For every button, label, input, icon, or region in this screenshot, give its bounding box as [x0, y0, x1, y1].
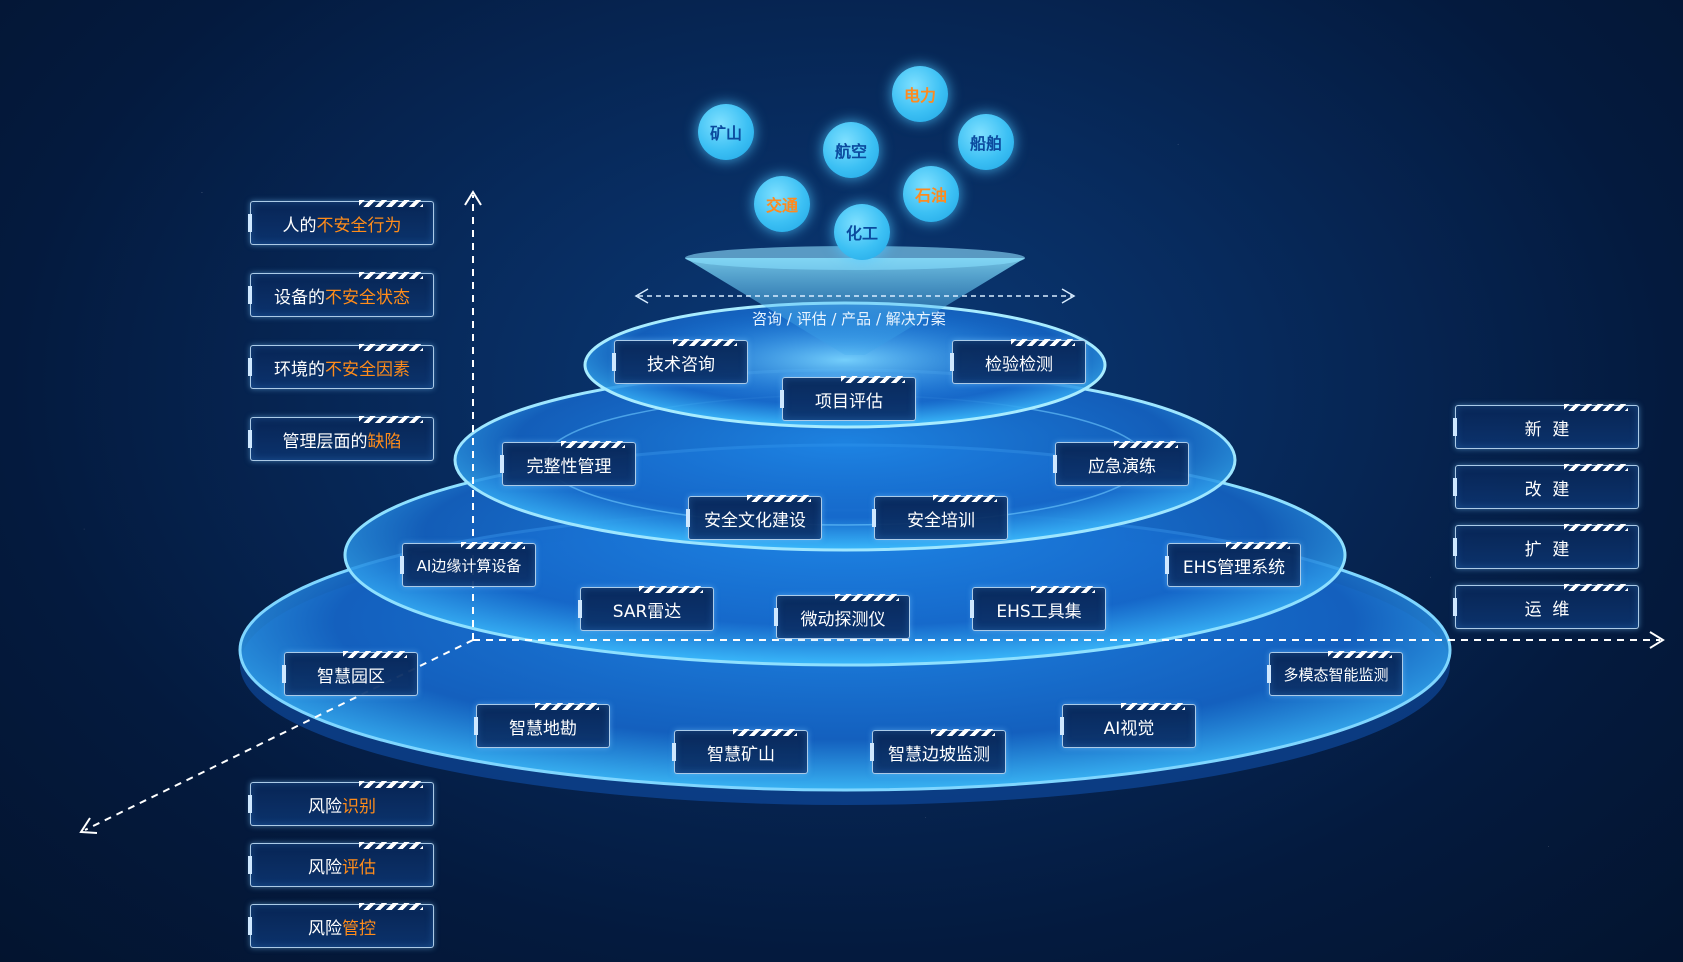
risk-tag: 管理层面的缺陷: [248, 416, 434, 461]
funnel-body: [685, 258, 1025, 355]
lifecycle-tag: 扩 建: [1453, 524, 1639, 569]
tier1-service-tag: 检验检测: [950, 339, 1086, 384]
industry-bubble: 交通: [754, 176, 810, 232]
tier2-service-tag: 安全文化建设: [686, 495, 822, 540]
tier1-service-tag: 技术咨询: [612, 339, 748, 384]
lifecycle-tag: 改 建: [1453, 464, 1639, 509]
risk-tag: 设备的不安全状态: [248, 272, 434, 317]
axis-vertical-arrow: [464, 190, 482, 206]
tier3-product-tag: EHS工具集: [970, 586, 1106, 631]
tier3-product-tag: AI边缘计算设备: [400, 542, 536, 587]
industry-bubble: 化工: [834, 204, 890, 260]
lifecycle-tag: 新 建: [1453, 404, 1639, 449]
industry-bubble: 航空: [823, 122, 879, 178]
risk-process-tag: 风险识别: [248, 781, 434, 826]
tier2-service-tag: 安全培训: [872, 495, 1008, 540]
tier4-solution-tag: 智慧园区: [282, 651, 418, 696]
tier4-solution-tag: 智慧矿山: [672, 729, 808, 774]
tier1-glow: [615, 310, 1075, 410]
tier3-product-tag: 微动探测仪: [774, 594, 910, 639]
axis-horizontal-arrow: [1649, 631, 1665, 649]
axis-diagonal-arrow: [79, 817, 98, 834]
tier3-product-tag: SAR雷达: [578, 586, 714, 631]
tier2-service-tag: 应急演练: [1053, 441, 1189, 486]
industry-bubble: 矿山: [698, 104, 754, 160]
tier4-solution-tag: 多模态智能监测: [1267, 651, 1403, 696]
tier3-product-tag: EHS管理系统: [1165, 542, 1301, 587]
tier2-service-tag: 完整性管理: [500, 441, 636, 486]
industry-bubble: 石油: [903, 166, 959, 222]
industry-bubble: 船舶: [958, 114, 1014, 170]
risk-tag: 人的不安全行为: [248, 200, 434, 245]
lifecycle-tag: 运 维: [1453, 584, 1639, 629]
industry-bubble: 电力: [892, 66, 948, 122]
tier4-solution-tag: 智慧地勘: [474, 703, 610, 748]
tier4-solution-tag: 智慧边坡监测: [870, 729, 1006, 774]
risk-process-tag: 风险管控: [248, 903, 434, 948]
tier1-service-tag: 项目评估: [780, 376, 916, 421]
funnel-caption: 咨询 / 评估 / 产品 / 解决方案: [752, 310, 946, 328]
risk-tag: 环境的不安全因素: [248, 344, 434, 389]
risk-process-tag: 风险评估: [248, 842, 434, 887]
tier4-solution-tag: AI视觉: [1060, 703, 1196, 748]
